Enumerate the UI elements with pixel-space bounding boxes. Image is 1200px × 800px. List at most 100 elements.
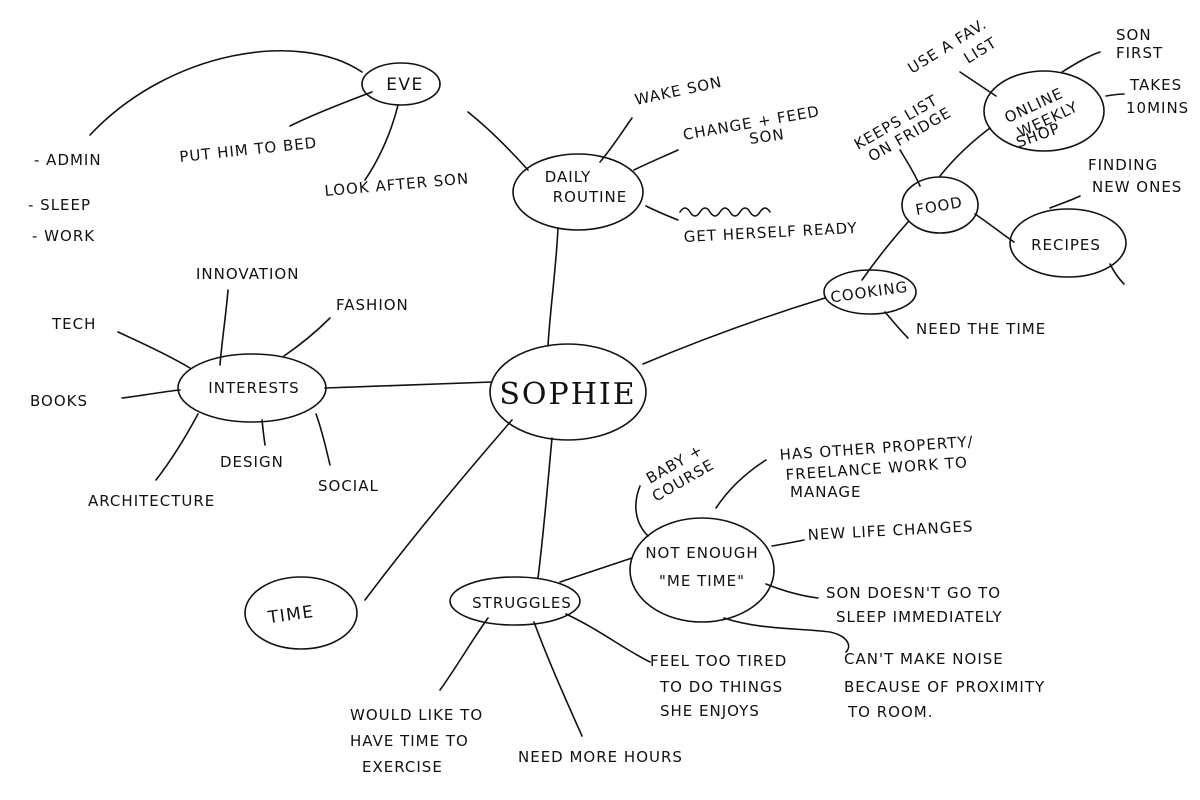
link-shop-takes <box>1105 93 1125 97</box>
link-shop-favlist <box>959 71 997 97</box>
link-int-innovation <box>219 289 229 366</box>
daily-routine-bubble <box>512 153 644 231</box>
time-bubble <box>244 576 358 650</box>
noise-label-line1: Can't make noise <box>844 650 1004 668</box>
link-metime-baby <box>635 485 649 537</box>
connector-lines <box>89 49 1125 737</box>
struggles-branch: Struggles Would like to have time to exe… <box>350 432 1045 776</box>
link-int-fashion <box>283 317 331 357</box>
look-after-label: Look after son <box>324 169 470 200</box>
link-metime-property <box>715 459 767 509</box>
me-time-label-line1: Not enough <box>645 544 758 562</box>
link-recipes-finding <box>1049 195 1081 209</box>
link-eve-arc <box>89 49 363 136</box>
me-time-bubble <box>629 517 775 623</box>
daily-routine-label-line1: Daily <box>545 168 592 186</box>
tired-label-line3: she enjoys <box>660 702 760 720</box>
noise-label-line2: because of proximity <box>844 678 1045 696</box>
daily-routine-branch: Daily Routine Wake son Change + feed son… <box>545 73 858 246</box>
social-label: Social <box>318 477 379 495</box>
eve-label: Eve <box>386 75 424 95</box>
fashion-label: Fashion <box>336 296 409 314</box>
more-hours-label: Need more hours <box>518 748 683 766</box>
innovation-label: Innovation <box>196 265 299 283</box>
link-food-list <box>899 149 921 187</box>
wake-son-label: Wake son <box>633 73 724 109</box>
cooking-branch: Cooking Need the time Food Keeps list on… <box>829 15 1189 338</box>
link-int-tech <box>117 331 191 369</box>
son-sleep-label-line2: sleep immediately <box>836 608 1003 626</box>
sleep-label: - Sleep <box>28 196 91 214</box>
son-first-label-line1: Son <box>1116 26 1152 44</box>
eve-bubble <box>361 62 441 106</box>
need-time-label: Need the time <box>916 320 1046 338</box>
interests-label: Interests <box>208 379 299 397</box>
link-sophie-interests <box>324 381 493 389</box>
link-int-design <box>261 419 266 446</box>
exercise-label-line3: exercise <box>362 758 443 776</box>
link-routine-feed <box>633 149 679 171</box>
link-shop-sonfirst <box>1061 51 1101 73</box>
link-metime-sleep <box>765 583 819 599</box>
link-struggles-exercise <box>439 617 489 691</box>
link-sophie-daily-routine <box>547 227 559 347</box>
tired-label-line1: Feel too tired <box>650 652 787 670</box>
struggles-label: Struggles <box>472 594 572 612</box>
link-metime-changes <box>771 539 805 547</box>
link-sophie-time <box>364 419 513 601</box>
food-bubble <box>901 176 979 234</box>
son-first-label-line2: first <box>1116 44 1163 62</box>
tech-label: Tech <box>51 315 96 333</box>
me-time-label-line2: "Me time" <box>659 572 745 590</box>
link-recipes-tail <box>1109 263 1125 285</box>
struggles-bubble <box>449 576 581 626</box>
takes-label-line1: Takes <box>1129 76 1182 94</box>
finding-label-line1: Finding <box>1088 156 1158 174</box>
link-eve-look <box>364 104 399 181</box>
recipes-bubble <box>1009 208 1127 278</box>
eve-branch: Eve Put him to bed Look after son - Admi… <box>28 75 470 245</box>
get-ready-label: Get herself ready <box>683 219 858 246</box>
cooking-bubble <box>823 269 917 315</box>
interests-branch: Interests Innovation Fashion Tech Books … <box>30 265 409 510</box>
takes-label-line2: 10mins <box>1126 99 1189 117</box>
link-struggles-hours <box>533 621 583 737</box>
link-struggles-metime <box>559 557 633 583</box>
son-sleep-label-line1: Son doesn't go to <box>826 584 1001 602</box>
link-food-shop <box>939 127 991 177</box>
link-int-social <box>315 413 331 466</box>
scribble-mark <box>679 207 771 217</box>
link-metime-noise <box>723 617 850 653</box>
interests-bubble <box>177 353 327 423</box>
link-cooking-food <box>861 221 909 281</box>
admin-label: - Admin <box>34 151 102 169</box>
link-sophie-struggles <box>537 437 553 579</box>
link-int-books <box>121 389 181 399</box>
link-food-recipes <box>974 213 1015 243</box>
link-eve-bed <box>289 91 373 127</box>
link-cooking-time <box>884 311 909 339</box>
online-shop-bubble <box>983 70 1105 152</box>
finding-label-line2: new ones <box>1092 178 1182 196</box>
noise-label-line3: to room. <box>847 703 933 721</box>
work-label: - Work <box>32 227 95 245</box>
time-label: Time <box>266 602 316 628</box>
recipes-label: Recipes <box>1031 236 1101 254</box>
link-routine-wake <box>599 117 633 163</box>
change-feed-label-line2: son <box>748 125 786 148</box>
books-label: Books <box>30 392 88 410</box>
design-label: Design <box>220 453 284 471</box>
center-label: Sophie <box>499 377 636 412</box>
cooking-label: Cooking <box>829 278 909 307</box>
tired-label-line2: to do things <box>659 678 783 696</box>
daily-routine-label-line2: Routine <box>553 188 628 206</box>
exercise-label-line2: have time to <box>350 732 469 750</box>
link-routine-ready <box>645 205 679 221</box>
link-int-architecture <box>155 413 199 481</box>
link-sophie-cooking <box>642 297 826 365</box>
food-label: Food <box>914 193 964 219</box>
architecture-label: Architecture <box>88 492 215 510</box>
link-struggles-tired <box>565 613 651 663</box>
exercise-label-line1: Would like to <box>350 706 483 724</box>
put-to-bed-label: Put him to bed <box>179 134 319 166</box>
